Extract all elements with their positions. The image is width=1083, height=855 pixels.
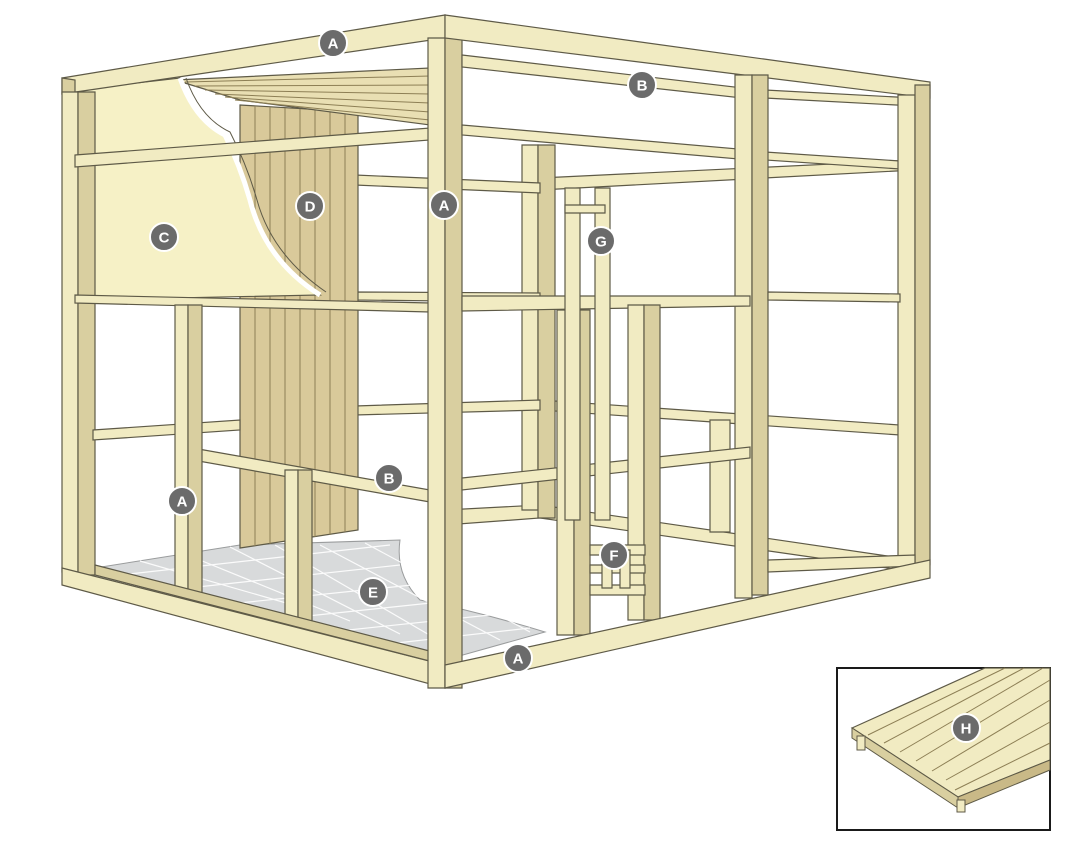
callout-a-top: A (318, 28, 348, 58)
corner-post (427, 37, 463, 689)
callout-a-bottom: A (503, 643, 533, 673)
callout-b-top: B (627, 70, 657, 100)
callout-h-label: H (961, 721, 972, 738)
callout-a-left-post-label: A (177, 494, 188, 511)
callout-d: D (295, 191, 325, 221)
callout-g-label: G (595, 234, 607, 251)
callout-a-center-label: A (439, 198, 450, 215)
callout-a-bottom-label: A (513, 651, 524, 668)
interior-paneling (239, 104, 359, 549)
ceiling-slats (174, 67, 431, 126)
callout-a-top-label: A (328, 36, 339, 53)
callout-e-label: E (368, 585, 378, 602)
callout-c-label: C (159, 230, 170, 247)
callout-f: F (599, 540, 629, 570)
inset-bench-panel (836, 667, 1051, 831)
left-wall-frame (61, 14, 446, 689)
callout-f-label: F (609, 548, 618, 565)
callout-b-top-label: B (637, 78, 648, 95)
callout-c: C (149, 222, 179, 252)
wall-panel (74, 77, 327, 301)
callout-h: H (951, 713, 981, 743)
callout-d-label: D (305, 199, 316, 216)
callout-b-middle: B (374, 463, 404, 493)
callout-a-center: A (429, 190, 459, 220)
callout-a-left-post: A (167, 486, 197, 516)
callout-g: G (586, 226, 616, 256)
right-wall-frame (444, 14, 931, 689)
callout-e: E (358, 577, 388, 607)
callout-b-middle-label: B (384, 471, 395, 488)
